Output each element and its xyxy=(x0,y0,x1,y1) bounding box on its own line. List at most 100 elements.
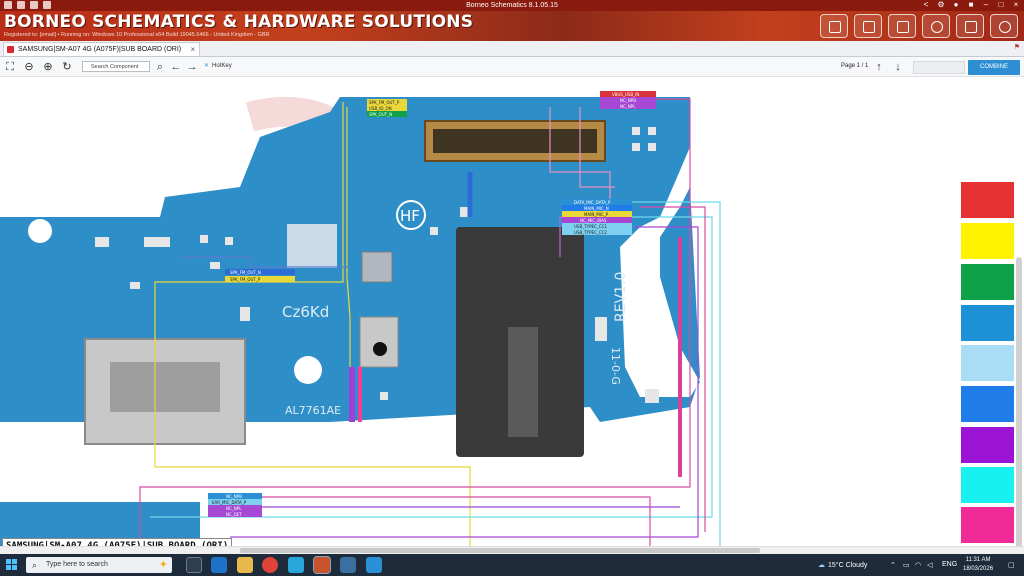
silk-mark: 11-0-G xyxy=(609,347,622,385)
combine-button[interactable]: COMBINE xyxy=(968,60,1020,75)
save-icon[interactable] xyxy=(17,1,25,9)
volume-icon[interactable]: ◁ xyxy=(927,562,933,569)
mount-hole xyxy=(638,323,666,351)
color-swatch[interactable] xyxy=(961,386,1014,422)
net-label: NC_NPB xyxy=(226,494,242,499)
camera-icon[interactable]: ■ xyxy=(968,0,974,9)
vertical-scrollbar[interactable] xyxy=(1016,257,1022,546)
brand-logo-icon: ⚑ xyxy=(1013,44,1020,51)
hf-marking xyxy=(396,200,426,230)
wifi-icon[interactable]: ◠ xyxy=(915,562,922,569)
color-swatch[interactable] xyxy=(961,345,1014,381)
notification-icon[interactable]: ▢ xyxy=(1008,562,1015,569)
net-label: SPK_FM_OUT_P xyxy=(230,277,261,282)
data-matrix-label xyxy=(287,224,337,268)
language-indicator[interactable]: ENG xyxy=(942,561,958,568)
net-label: NC_NPL xyxy=(226,506,242,511)
document-tab-bar: SAMSUNG|SM-A07 4G (A075F)|SUB BOARD (ORI… xyxy=(0,41,1024,57)
chrome-icon[interactable] xyxy=(262,557,278,573)
page-down-icon[interactable]: ↓ xyxy=(895,61,901,73)
tab-close-icon[interactable]: × xyxy=(190,45,196,54)
share-icon[interactable]: < xyxy=(923,0,929,9)
color-swatch[interactable] xyxy=(961,507,1014,543)
datasheet-button[interactable] xyxy=(820,14,848,38)
borneo-app-icon[interactable] xyxy=(313,556,331,574)
maximize-icon[interactable]: □ xyxy=(998,0,1004,9)
window-title: Borneo Schematics 8.1.05.15 xyxy=(466,2,558,9)
scrollbar-thumb[interactable] xyxy=(240,548,760,553)
close-icon[interactable]: × xyxy=(1013,0,1019,9)
net-label: USB_TYPEC_CC2 xyxy=(574,230,607,235)
color-swatch[interactable] xyxy=(961,305,1014,341)
refresh-icon[interactable]: ↻ xyxy=(62,61,72,73)
windows-start-icon[interactable] xyxy=(6,559,17,570)
net-label-group-mid: DATA_MIC_DATA_P MAIN_MIC_N MAIN_MIC_P NC… xyxy=(562,199,632,235)
color-swatch[interactable] xyxy=(961,182,1014,218)
page-indicator: Page 1 / 1 xyxy=(841,63,869,69)
fit-screen-icon[interactable]: ⛶ xyxy=(6,61,14,73)
filter-input[interactable] xyxy=(913,61,965,74)
net-label: NC_NPB xyxy=(620,98,636,103)
hotkey-icon: ✕ xyxy=(204,63,210,69)
color-swatch[interactable] xyxy=(961,427,1014,463)
document-icon xyxy=(7,46,14,53)
net-label: MAIN_MIC_P xyxy=(584,212,609,217)
weather-widget[interactable]: ☁15°C Cloudy xyxy=(818,561,867,569)
minimize-icon[interactable]: – xyxy=(983,0,989,9)
user-icon[interactable]: ● xyxy=(953,0,959,9)
weather-text: 15°C Cloudy xyxy=(828,562,868,569)
app-icon[interactable] xyxy=(288,557,304,573)
export-button[interactable] xyxy=(956,14,984,38)
banner-subtitle: Registered to: [email] • Running on: Win… xyxy=(4,32,270,38)
system-clock[interactable]: 11:31 AM 18/03/2026 xyxy=(963,556,993,574)
window-icon[interactable] xyxy=(30,1,38,9)
task-view-icon[interactable] xyxy=(186,557,202,573)
app-banner: BORNEO SCHEMATICS & HARDWARE SOLUTIONS R… xyxy=(0,11,1024,41)
component-search-input[interactable]: Search Component xyxy=(82,61,150,72)
microphone xyxy=(359,316,399,368)
zoom-search-button[interactable] xyxy=(922,14,950,38)
schematic-canvas[interactable]: HF Cz6Kd AL7761AE REV1.0 11-0-G xyxy=(0,77,1024,546)
jack-opening xyxy=(508,327,538,437)
taskbar-search-input[interactable]: ⌕ Type here to search ✦ xyxy=(26,557,172,573)
net-label-group-bottom: NC_NPB EAR_MIC_DATA_P NC_NPL NC_DET xyxy=(208,493,262,517)
pcb-board-view[interactable]: HF Cz6Kd AL7761AE REV1.0 11-0-G xyxy=(0,77,1024,546)
smd-pads xyxy=(95,127,659,403)
app-icon[interactable] xyxy=(366,557,382,573)
settings-icon[interactable]: ⚙ xyxy=(937,0,945,9)
horizontal-scrollbar[interactable] xyxy=(0,546,1024,554)
mount-hole xyxy=(28,219,52,243)
banner-buttons xyxy=(820,14,1018,38)
edge-icon[interactable] xyxy=(211,557,227,573)
fullscreen-button[interactable] xyxy=(990,14,1018,38)
browser-icon[interactable] xyxy=(43,1,51,9)
copilot-icon: ✦ xyxy=(158,559,168,571)
zoom-in-icon[interactable]: ⊕ xyxy=(43,61,53,73)
mount-hole xyxy=(294,356,322,384)
open-file-button[interactable] xyxy=(854,14,882,38)
back-arrow-icon[interactable]: ← xyxy=(170,61,182,73)
search-icon[interactable]: ⌕ xyxy=(156,61,164,73)
window-controls: < ⚙ ● ■ – □ × xyxy=(922,1,1020,9)
file-explorer-icon[interactable] xyxy=(237,557,253,573)
forward-arrow-icon[interactable]: → xyxy=(186,61,198,73)
color-swatch[interactable] xyxy=(961,223,1014,259)
app-icon[interactable] xyxy=(4,1,12,9)
color-swatch[interactable] xyxy=(961,264,1014,300)
net-label: USB_ID_ON xyxy=(369,106,392,111)
zoom-out-icon[interactable]: ⊖ xyxy=(24,61,34,73)
clock-time: 11:31 AM xyxy=(965,557,991,563)
net-label: NC_DET xyxy=(226,512,242,517)
color-swatch[interactable] xyxy=(961,467,1014,503)
page-up-icon[interactable]: ↑ xyxy=(876,61,882,73)
network-icon[interactable]: ▭ xyxy=(903,562,910,569)
hotkey-toggle[interactable]: ✕HotKey xyxy=(204,62,232,69)
windows-taskbar: ⌕ Type here to search ✦ ☁15°C Cloudy ⌃ ▭… xyxy=(0,554,1024,576)
multi-window-button[interactable] xyxy=(888,14,916,38)
app-icon[interactable] xyxy=(340,557,356,573)
tab-sub-board[interactable]: SAMSUNG|SM-A07 4G (A075F)|SUB BOARD (ORI… xyxy=(3,42,201,56)
hotkey-label: HotKey xyxy=(212,63,232,69)
net-label: DATA_MIC_DATA_P xyxy=(574,200,611,205)
tray-chevron-icon[interactable]: ⌃ xyxy=(890,562,896,569)
net-label: NC_MIC_BIAS xyxy=(580,218,607,223)
